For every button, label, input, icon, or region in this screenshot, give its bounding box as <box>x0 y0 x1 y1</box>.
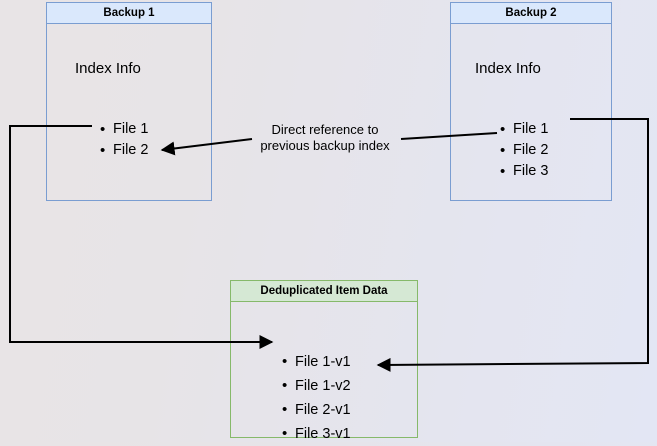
dedup-box[interactable]: Deduplicated Item Data File 1-v1 File 1-… <box>230 280 418 446</box>
list-item: File 2 <box>100 140 149 161</box>
backup2-index-title: Index Info <box>475 60 541 77</box>
annotation-line-1: Direct reference to <box>271 122 379 137</box>
list-item: File 3 <box>500 161 549 182</box>
dedup-body: File 1-v1 File 1-v2 File 2-v1 File 3-v1 <box>231 302 417 446</box>
backup1-index-title: Index Info <box>75 60 141 77</box>
annotation-label: Direct reference to previous backup inde… <box>250 122 400 154</box>
list-item: File 1-v2 <box>282 374 351 398</box>
backup2-file-list: File 1 File 2 File 3 <box>497 119 549 182</box>
backup2-box[interactable]: Backup 2 Index Info File 1 File 2 File 3 <box>450 2 612 201</box>
list-item: File 2 <box>500 140 549 161</box>
backup1-header: Backup 1 <box>47 3 211 24</box>
list-item: File 2-v1 <box>282 398 351 422</box>
backup1-box[interactable]: Backup 1 Index Info File 1 File 2 <box>46 2 212 201</box>
annotation-line-2: previous backup index <box>260 138 390 153</box>
backup1-body: Index Info File 1 File 2 <box>47 24 211 200</box>
backup2-header: Backup 2 <box>451 3 611 24</box>
list-item: File 1 <box>100 119 149 140</box>
list-item: File 1 <box>500 119 549 140</box>
dedup-header: Deduplicated Item Data <box>231 281 417 302</box>
list-item: File 1-v1 <box>282 350 351 374</box>
dedup-file-list: File 1-v1 File 1-v2 File 2-v1 File 3-v1 <box>279 350 351 446</box>
backup1-file-list: File 1 File 2 <box>97 119 149 161</box>
list-item: File 3-v1 <box>282 422 351 446</box>
backup2-body: Index Info File 1 File 2 File 3 <box>451 24 611 200</box>
